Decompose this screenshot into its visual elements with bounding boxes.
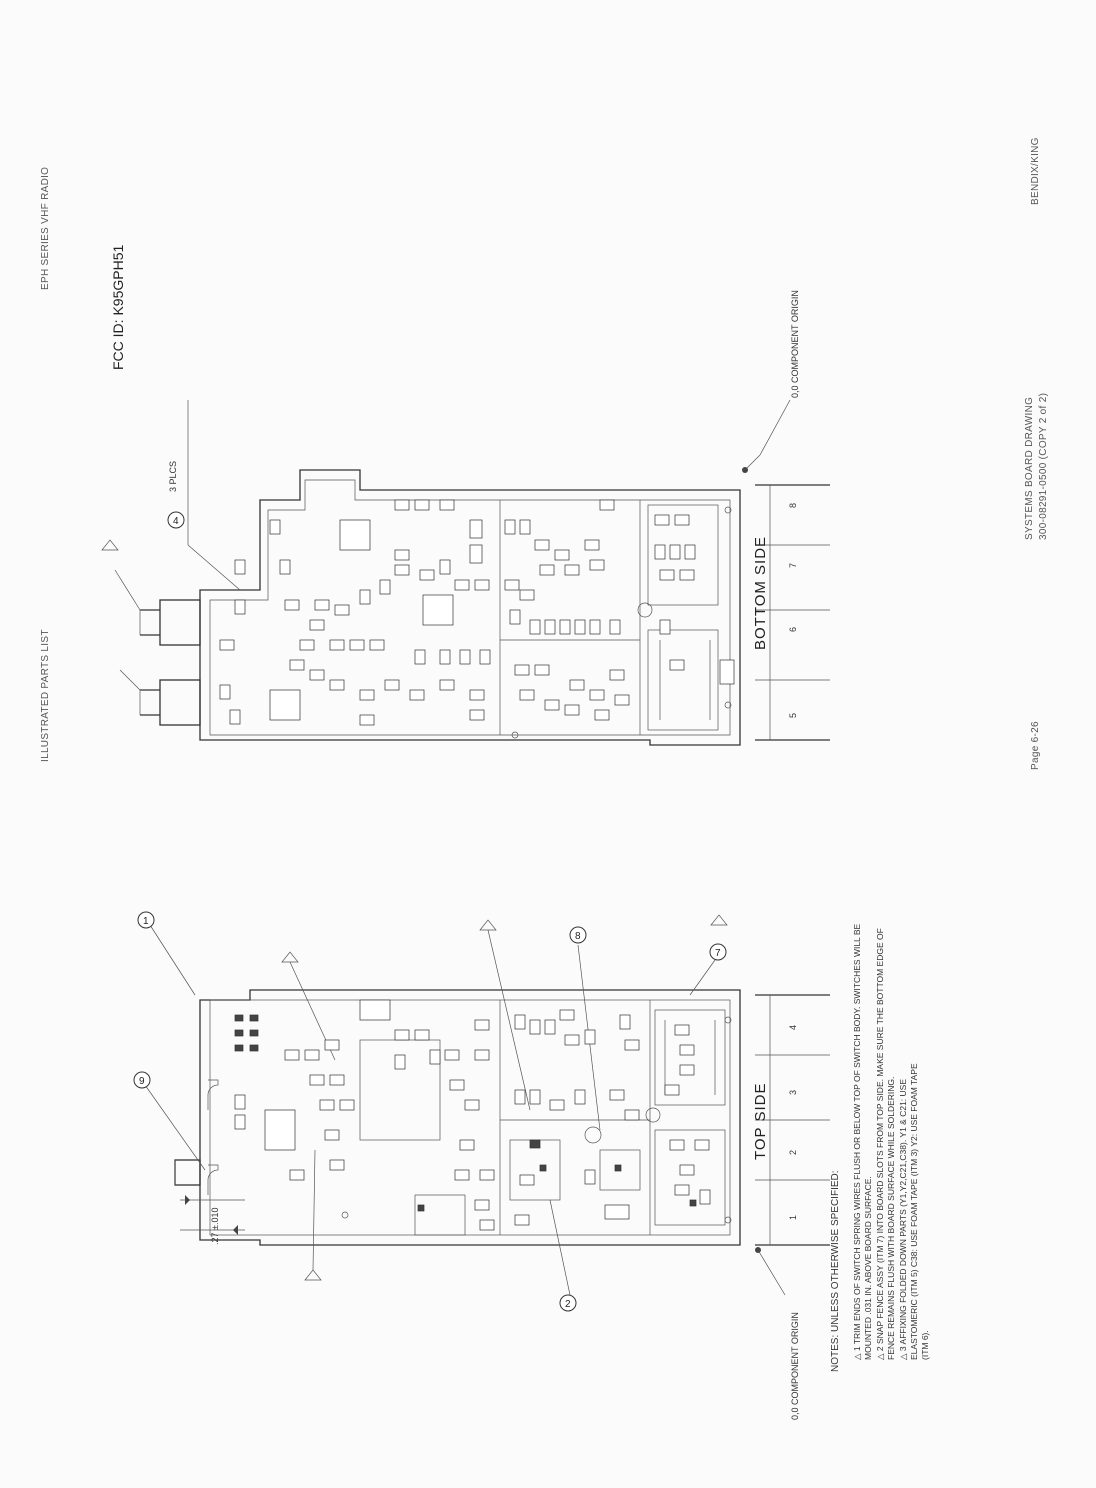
note-2-text: SNAP FENCE ASSY (ITM 7) INTO BOARD SLOTS… <box>875 928 896 1360</box>
top-zone-4: 4 <box>788 1024 798 1030</box>
note-3-marker: △ 3 <box>898 1344 908 1360</box>
bottom-zone-8: 8 <box>788 502 798 508</box>
notes-heading: NOTES: UNLESS OTHERWISE SPECIFIED: <box>830 1170 841 1372</box>
top-side-board: 1 9 8 7 2 <box>133 911 830 1312</box>
top-callout-2: 2 <box>565 1299 571 1310</box>
note-2-marker: △ 2 <box>875 1344 885 1360</box>
bottom-zone-6: 6 <box>788 626 798 632</box>
top-dimension-label: .27 ±.010 <box>210 1207 220 1245</box>
bottom-callout-label: 3 PLCS <box>168 460 178 492</box>
note-3-text: AFFIXING FOLDED DOWN PARTS (Y1,Y2,C21,C3… <box>898 1063 930 1360</box>
note-item-1: △ 1 TRIM ENDS OF SWITCH SPRING WIRES FLU… <box>852 900 874 1360</box>
bottom-zone-7: 7 <box>788 562 798 568</box>
note-item-3: △ 3 AFFIXING FOLDED DOWN PARTS (Y1,Y2,C2… <box>898 1060 931 1360</box>
top-zone-2: 2 <box>788 1149 798 1155</box>
top-zone-1: 1 <box>788 1214 798 1220</box>
note-1-marker: △ 1 <box>852 1344 862 1360</box>
top-side-label: TOP SIDE <box>752 1082 769 1160</box>
bottom-side-components <box>219 499 735 726</box>
note-1-text: TRIM ENDS OF SWITCH SPRING WIRES FLUSH O… <box>852 923 873 1360</box>
bottom-zone-5: 5 <box>788 712 798 718</box>
note-item-2: △ 2 SNAP FENCE ASSY (ITM 7) INTO BOARD S… <box>875 900 897 1360</box>
top-side-components <box>234 999 711 1231</box>
top-zone-3: 3 <box>788 1089 798 1095</box>
bottom-callout-number: 4 <box>173 516 179 527</box>
bottom-side-board: 4 <box>101 399 830 746</box>
top-callout-9: 9 <box>139 1076 145 1087</box>
bottom-side-label: BOTTOM SIDE <box>752 535 769 650</box>
top-origin-label: 0,0 COMPONENT ORIGIN <box>790 1312 800 1420</box>
top-callout-8: 8 <box>575 931 581 942</box>
bottom-origin-label: 0,0 COMPONENT ORIGIN <box>790 290 800 398</box>
top-callout-1: 1 <box>143 916 149 927</box>
top-callout-7: 7 <box>715 948 721 959</box>
